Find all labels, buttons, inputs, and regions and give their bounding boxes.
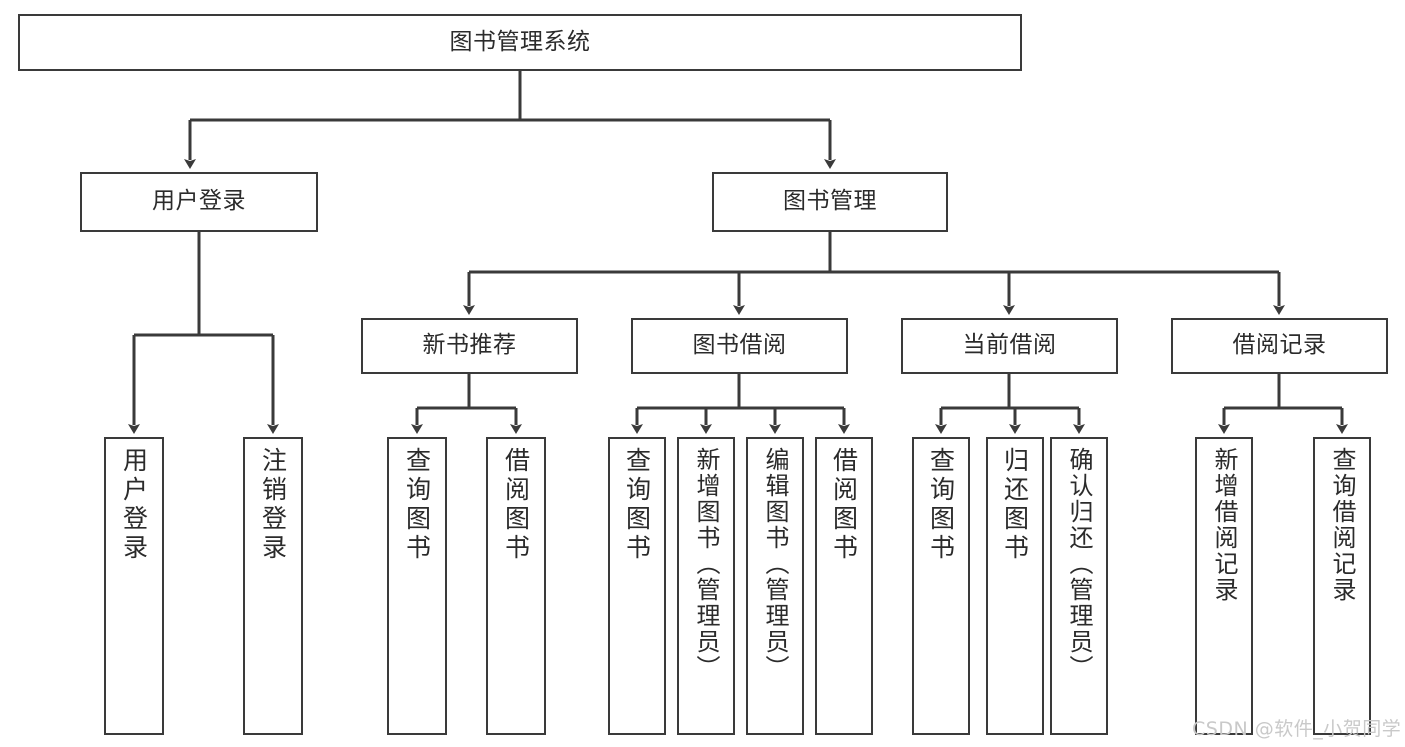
node-label: 新增借阅记录 [1210, 447, 1238, 603]
node-label: 查询图书 [402, 447, 432, 563]
node-label: 借阅图书 [829, 447, 859, 563]
node-leaf-edit-book-admin[interactable]: 编辑图书（管理员） [746, 437, 804, 735]
node-leaf-user-logout[interactable]: 注销登录 [243, 437, 303, 735]
node-label: 注销登录 [258, 447, 288, 563]
node-label: 查询借阅记录 [1328, 447, 1356, 603]
csdn-watermark: CSDN @软件_小贺同学 [1192, 718, 1402, 740]
node-label: 借阅图书 [501, 447, 531, 563]
node-label: 编辑图书（管理员） [761, 447, 789, 681]
node-borrow-record[interactable]: 借阅记录 [1171, 318, 1388, 374]
node-current-borrow[interactable]: 当前借阅 [901, 318, 1118, 374]
node-label: 新书推荐 [422, 332, 517, 359]
node-label: 查询图书 [926, 447, 956, 563]
node-label: 用户登录 [119, 447, 149, 563]
node-leaf-add-book-admin[interactable]: 新增图书（管理员） [677, 437, 735, 735]
node-book-manage[interactable]: 图书管理 [712, 172, 948, 232]
node-leaf-confirm-return-admin[interactable]: 确认归还（管理员） [1050, 437, 1108, 735]
node-leaf-query-book-current[interactable]: 查询图书 [912, 437, 970, 735]
node-label: 查询图书 [622, 447, 652, 563]
node-label: 新增图书（管理员） [692, 447, 720, 681]
node-label: 当前借阅 [962, 332, 1057, 359]
node-label: 确认归还（管理员） [1065, 447, 1093, 681]
node-label: 归还图书 [1000, 447, 1030, 563]
node-label: 用户登录 [152, 188, 246, 215]
node-new-book-recommend[interactable]: 新书推荐 [361, 318, 578, 374]
node-root-book-management-system[interactable]: 图书管理系统 [18, 14, 1022, 71]
node-leaf-query-borrow-record[interactable]: 查询借阅记录 [1313, 437, 1371, 735]
node-leaf-return-book[interactable]: 归还图书 [986, 437, 1044, 735]
node-leaf-query-book-borrow[interactable]: 查询图书 [608, 437, 666, 735]
node-leaf-add-borrow-record[interactable]: 新增借阅记录 [1195, 437, 1253, 735]
node-label: 图书借阅 [692, 332, 787, 359]
node-leaf-query-book-recommend[interactable]: 查询图书 [387, 437, 447, 735]
node-leaf-user-login[interactable]: 用户登录 [104, 437, 164, 735]
node-label: 借阅记录 [1232, 332, 1327, 359]
node-leaf-borrow-book-recommend[interactable]: 借阅图书 [486, 437, 546, 735]
node-book-borrow[interactable]: 图书借阅 [631, 318, 848, 374]
node-user-login[interactable]: 用户登录 [80, 172, 318, 232]
node-leaf-borrow-book[interactable]: 借阅图书 [815, 437, 873, 735]
node-label: 图书管理系统 [449, 28, 591, 55]
node-label: 图书管理 [783, 188, 877, 215]
